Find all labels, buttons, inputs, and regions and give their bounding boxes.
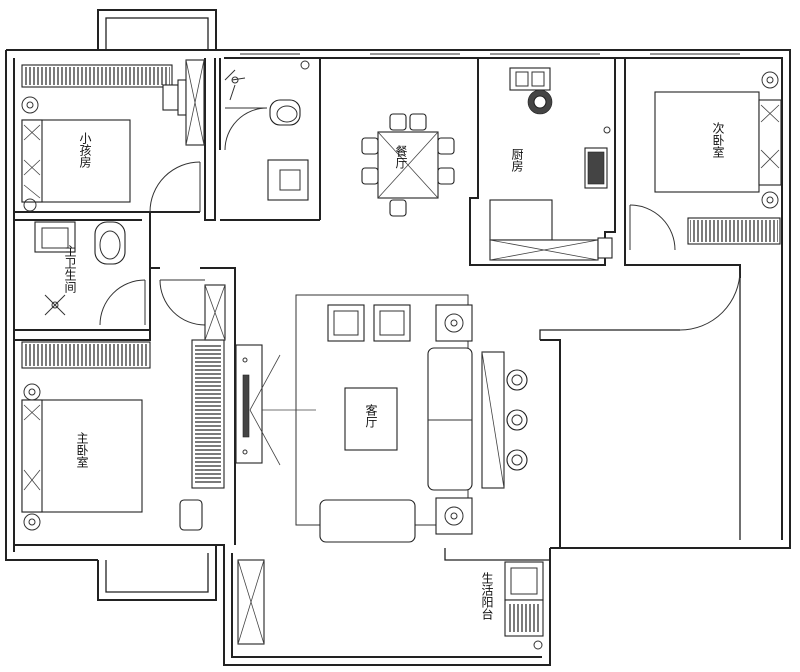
second-bedroom [654,71,782,245]
service-balcony [237,559,544,650]
doors [99,107,741,331]
label-living: 客厅 [364,403,378,428]
label-master-bedroom: 主卧室 [75,432,89,468]
label-study: 小孩房 [78,132,92,168]
master-bath [34,221,126,316]
master-bedroom [21,284,226,531]
study-room [21,59,205,212]
living-room-furniture [235,294,528,543]
label-service-balcony: 生活阳台 [480,572,494,620]
small-wc [224,60,310,201]
label-second-bedroom: 次卧室 [711,122,725,158]
label-master-bath: 主卫生间 [63,245,77,293]
label-dining: 餐厅 [394,144,408,169]
label-kitchen: 厨房 [510,148,524,172]
walls [5,9,791,666]
dining-set [361,113,455,217]
kitchen-fixtures [489,67,613,261]
